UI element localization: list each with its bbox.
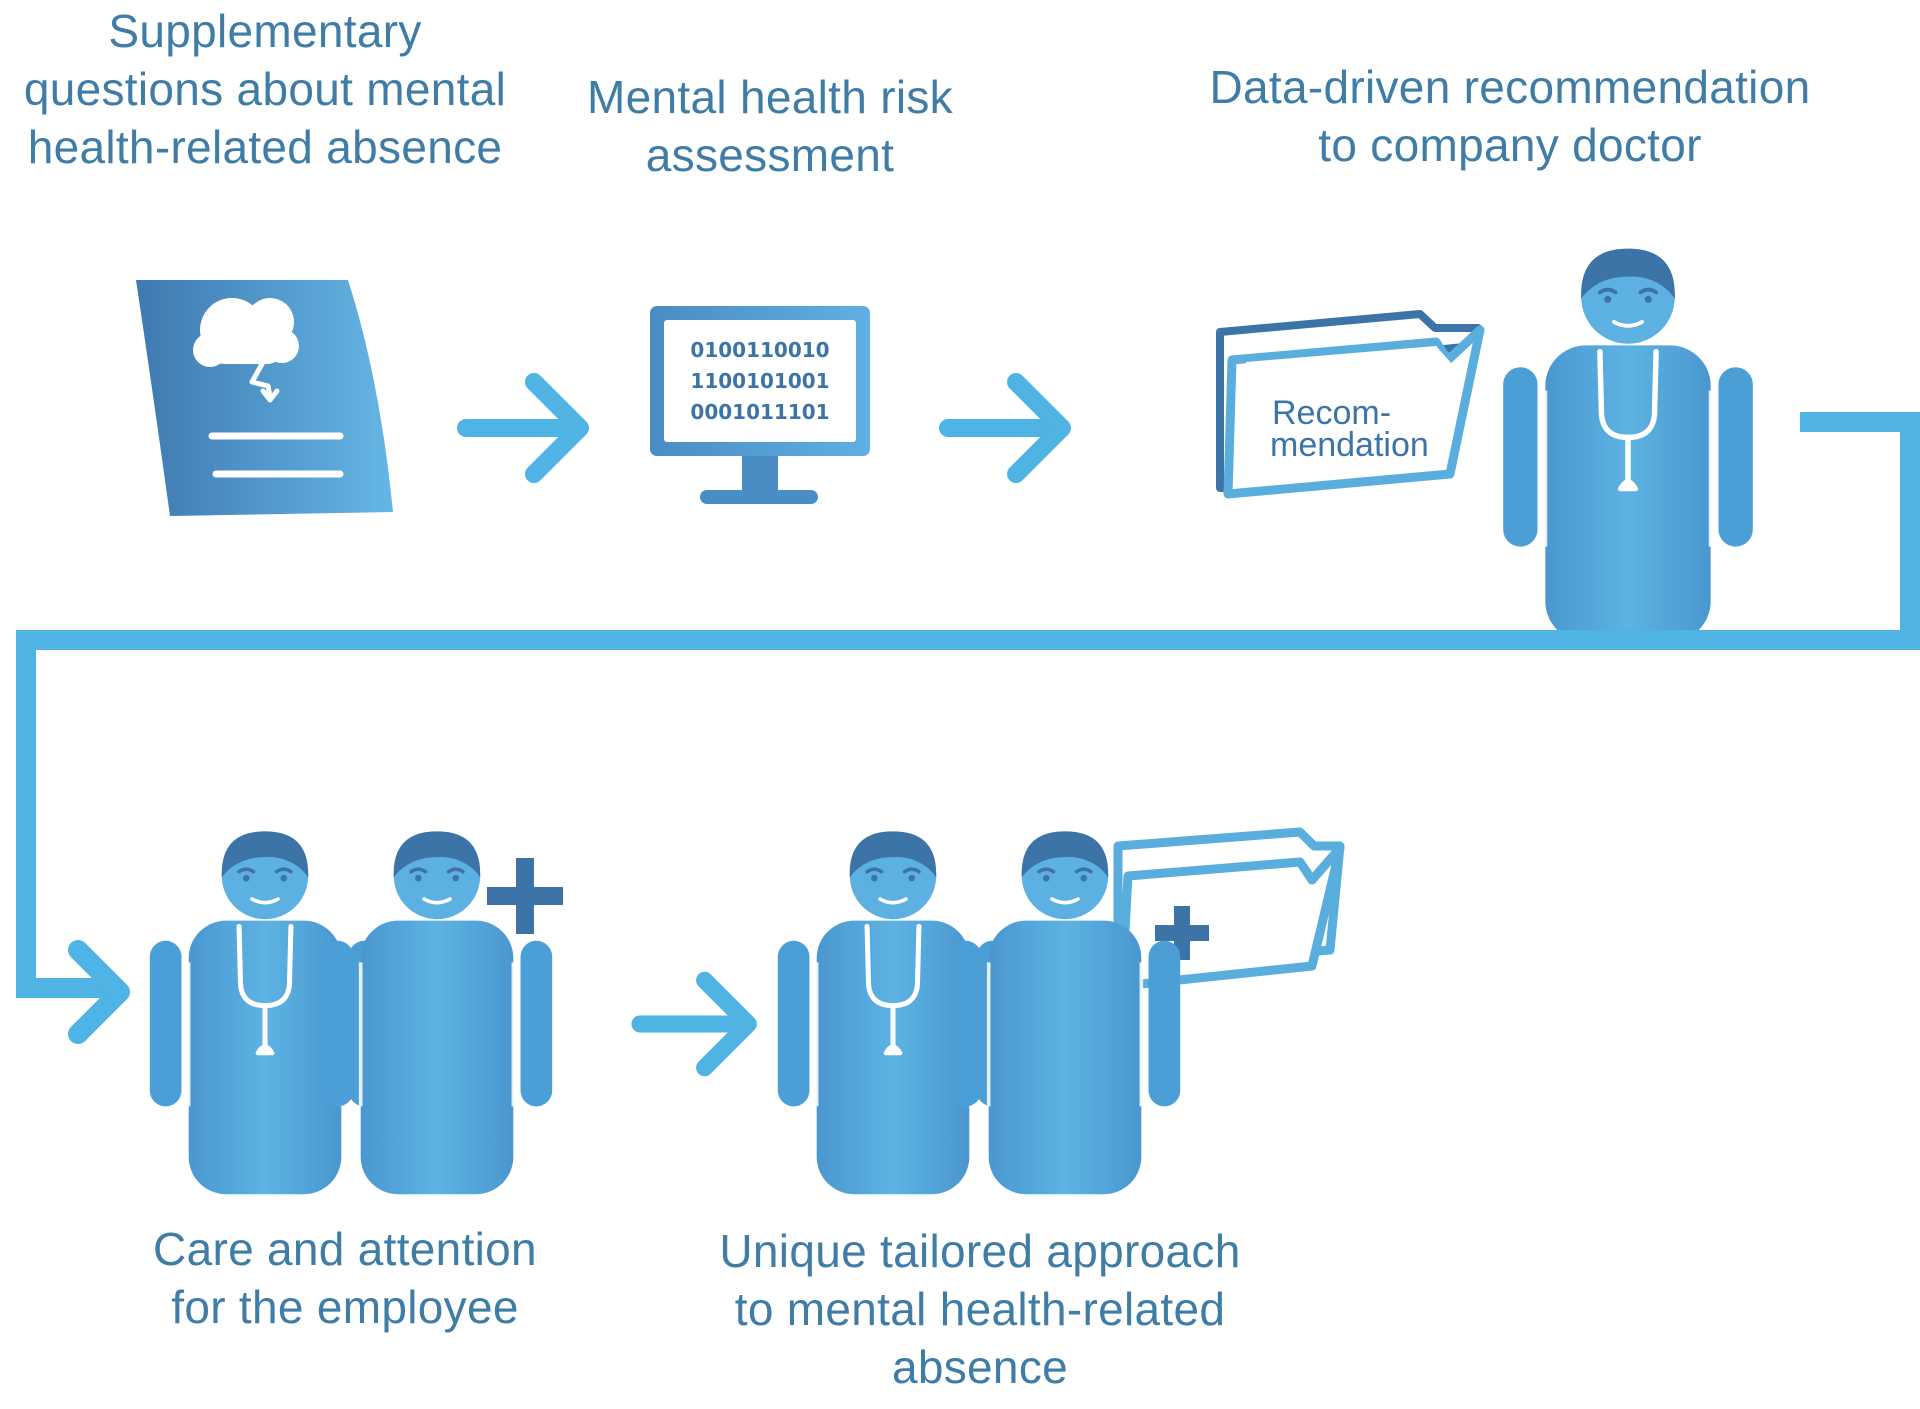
step1-label-line2: questions about mental <box>23 63 507 115</box>
folder-label-line1: Recom- <box>1272 394 1391 432</box>
step1-label-line3: health-related absence <box>27 121 503 173</box>
company-doctor-icon <box>1503 249 1753 642</box>
folder-label-line2: mendation <box>1270 426 1429 464</box>
step4-label-line2: for the employee <box>171 1281 519 1333</box>
flow-connector-line <box>16 412 1920 998</box>
binary-row-2: 1100101001 <box>690 369 829 393</box>
storm-cloud-icon <box>193 298 299 403</box>
step3-label-line2: to company doctor <box>1318 119 1702 171</box>
step5-label-line2: to mental health-related <box>734 1283 1226 1335</box>
binary-row-1: 0100110010 <box>690 338 829 362</box>
plus-icon <box>487 858 563 934</box>
step1-label: Supplementary questions about mental hea… <box>0 2 530 176</box>
step3-label-line1: Data-driven recommendation <box>1209 61 1811 113</box>
step2-label-line2: assessment <box>645 129 895 181</box>
step3-label: Data-driven recommendation to company do… <box>1160 58 1860 174</box>
step2-label-line1: Mental health risk <box>587 71 953 123</box>
step5-label-line3: absence <box>891 1341 1068 1393</box>
step5-label-line1: Unique tailored approach <box>719 1225 1241 1277</box>
step2-label: Mental health risk assessment <box>560 68 980 184</box>
arrow-right-icon <box>640 980 748 1067</box>
arrow-right-icon <box>948 382 1062 474</box>
step5-label: Unique tailored approach to mental healt… <box>690 1222 1270 1396</box>
step4-label: Care and attention for the employee <box>110 1220 580 1336</box>
binary-row-3: 0001011101 <box>690 400 829 424</box>
step1-label-line1: Supplementary <box>108 5 422 57</box>
monitor-binary-icon: 0100110010 1100101001 0001011101 <box>650 306 870 504</box>
questionnaire-document-icon <box>136 280 393 516</box>
arrow-right-icon <box>68 940 130 1044</box>
step4-label-line1: Care and attention <box>153 1223 537 1275</box>
recommendation-folder-icon: Recom- mendation <box>1216 310 1485 499</box>
arrow-right-icon <box>466 382 580 474</box>
